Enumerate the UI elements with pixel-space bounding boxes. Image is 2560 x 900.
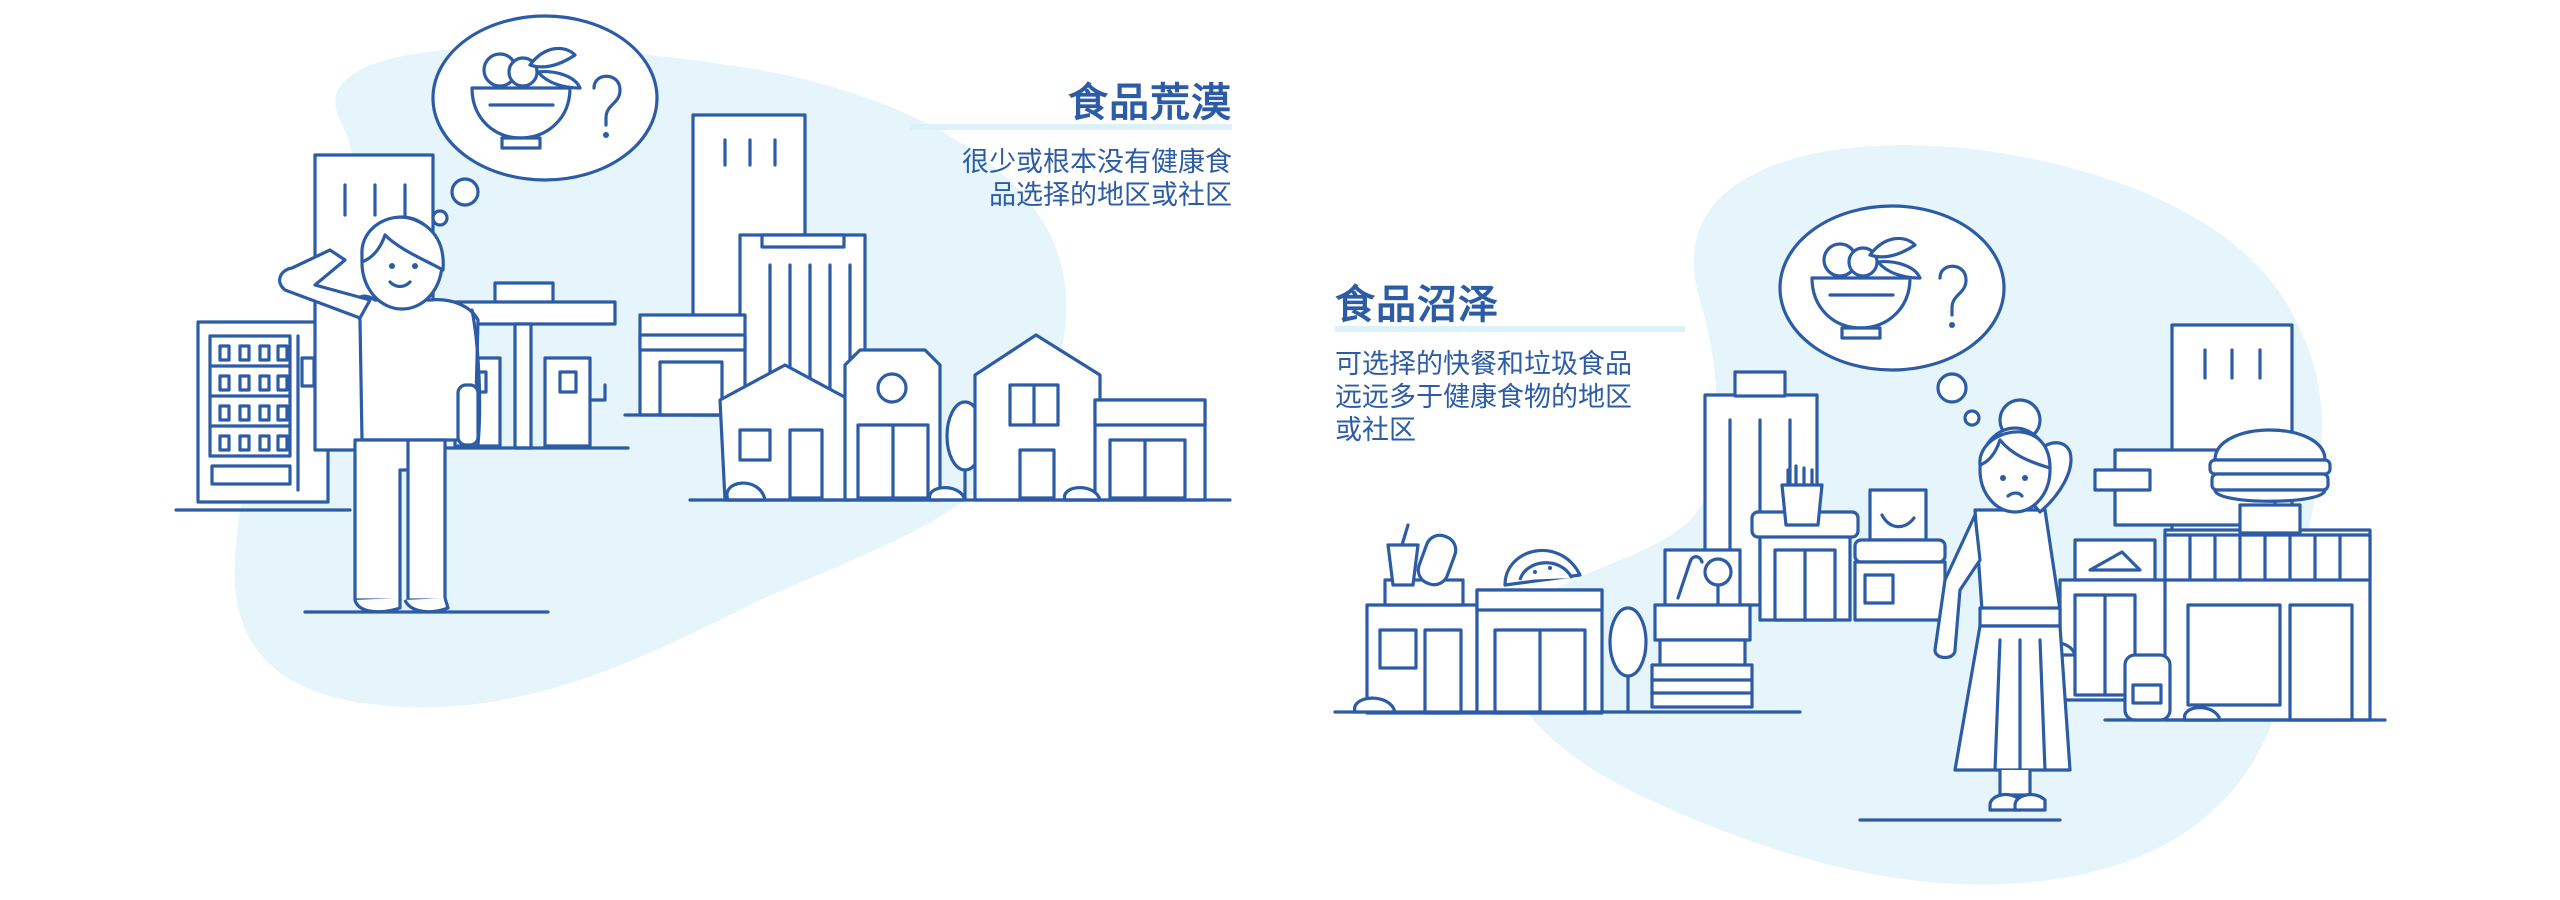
food-desert-title-underline — [910, 124, 1232, 130]
person-confused — [278, 215, 550, 614]
left-city-buildings — [623, 113, 1232, 502]
store-candy — [1650, 548, 1754, 709]
vending-machine — [174, 320, 352, 512]
person-woman-confused — [1858, 398, 2073, 822]
food-desert-scene — [174, 14, 1232, 614]
food-desert-description-line-2: 品选择的地区或社区 — [989, 180, 1232, 211]
store-fruit — [1853, 488, 1947, 622]
food-swamp-description: 可选择的快餐和垃圾食品 远远多于健康食物的地区 或社区 — [1335, 348, 1632, 447]
food-desert-description: 很少或根本没有健康食 品选择的地区或社区 — [962, 146, 1232, 212]
food-swamp-description-line-2: 远远多于健康食物的地区 — [1335, 382, 1632, 413]
food-swamp-title: 食品沼泽 — [1335, 282, 1499, 328]
food-swamp-description-line-3: 或社区 — [1335, 415, 1416, 446]
store-burger — [2103, 428, 2387, 722]
thought-bubble-left — [431, 14, 659, 227]
store-pizza — [2043, 538, 2172, 702]
store-drink-hotdog — [1365, 523, 1479, 715]
food-swamp-description-line-1: 可选择的快餐和垃圾食品 — [1335, 349, 1632, 380]
food-desert-description-line-1: 很少或根本没有健康食 — [962, 147, 1232, 178]
store-taco — [1475, 548, 1604, 715]
food-desert-title: 食品荒漠 — [1068, 80, 1232, 126]
thought-bubble-right — [1778, 204, 2006, 427]
food-swamp-scene — [1333, 204, 2387, 822]
food-swamp-title-underline — [1335, 326, 1685, 332]
store-fries — [1750, 464, 1860, 622]
